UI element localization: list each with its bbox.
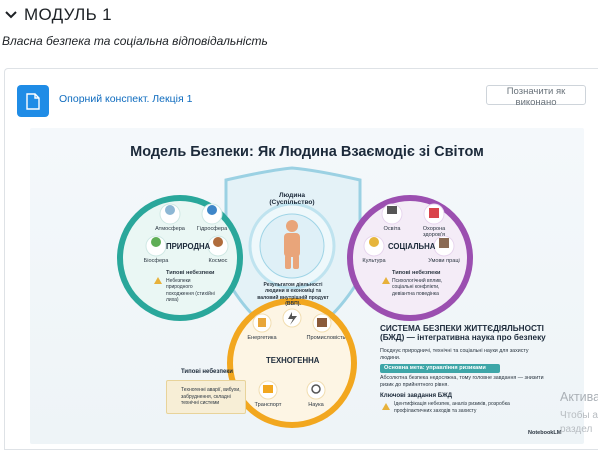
social-item-2: Культура <box>362 258 386 264</box>
nature-label: ПРИРОДНА <box>166 242 211 251</box>
tech-label: ТЕХНОГЕННА <box>266 356 320 365</box>
heart-icon <box>429 208 439 218</box>
center-label: Людина (Суспільство) <box>269 192 315 206</box>
tech-item-1: Промисловість <box>306 335 346 341</box>
bjd-goal: Основна мета: управління ризиками <box>380 364 500 373</box>
tech-hazard-box: Типові небезпеки Техногенні аварії, вибу… <box>166 369 246 414</box>
document-icon <box>17 85 49 117</box>
social-item-0: Освіта <box>383 226 401 232</box>
planet-icon <box>213 237 223 247</box>
social-hazard-title: Типові небезпеки <box>392 270 441 276</box>
lightning-icon <box>288 312 297 325</box>
social-item-3: Умови праці <box>428 258 460 264</box>
center-caption: Результатом діяльності людини в економіц… <box>257 282 329 307</box>
energy-icon <box>258 318 266 327</box>
bus-icon <box>263 385 273 393</box>
tech-item-0: Енергетика <box>247 335 277 341</box>
nature-item-0: Атмосфера <box>155 226 185 232</box>
bjd-tasks-description: Ідентифікація небезпек, аналіз ризиків, … <box>394 401 510 414</box>
brand-label: NotebookLM <box>528 430 562 436</box>
nature-hazard-text: Небезпеки природного походження (стихійн… <box>166 278 215 303</box>
factory-icon <box>439 238 449 248</box>
activation-watermark-line: Чтобы а <box>560 410 598 421</box>
module-header[interactable]: МОДУЛЬ 1 <box>4 2 112 28</box>
bjd-title: СИСТЕМА БЕЗПЕКИ ЖИТТЄДІЯЛЬНОСТІ (БЖД) — … <box>380 324 546 343</box>
activation-watermark-title: Актива <box>560 390 598 404</box>
activity-link[interactable]: Опорний конспект. Лекція 1 <box>59 93 193 105</box>
nature-item-3: Космос <box>208 258 228 264</box>
cloud-icon <box>165 205 175 215</box>
theater-masks-icon <box>369 237 379 247</box>
graduation-cap-icon <box>387 206 397 214</box>
social-item-1: Охорона здоров'я <box>422 226 446 238</box>
nature-item-1: Гідросфера <box>196 226 228 232</box>
tech-hazard-text: Техногенні аварії, вибухи, забруднення, … <box>181 387 241 406</box>
infographic-image: Модель Безпеки: Як Людина Взаємодіє зі С… <box>30 128 584 444</box>
bjd-goal-description: Абсолютна безпека недосяжна, тому головн… <box>380 375 544 388</box>
industry-icon <box>317 318 327 327</box>
tech-hazard-title: Типові небезпеки <box>181 369 233 375</box>
mark-as-done-button[interactable]: Позначити як виконано <box>486 85 586 108</box>
tech-item-2: Транспорт <box>254 402 282 408</box>
module-title: МОДУЛЬ 1 <box>24 5 112 24</box>
activation-watermark-line-2: раздел <box>560 424 593 435</box>
tech-item-3: Наука <box>308 402 324 408</box>
tree-icon <box>151 237 161 247</box>
bjd-tasks-title: Ключові завдання БЖД <box>380 392 453 399</box>
nature-item-2: Біосфера <box>143 258 169 264</box>
infographic-title: Модель Безпеки: Як Людина Взаємодіє зі С… <box>130 144 484 160</box>
nature-hazard-title: Типові небезпеки <box>166 270 215 276</box>
social-label: СОЦІАЛЬНА <box>388 242 436 251</box>
wave-icon <box>207 205 217 215</box>
infographic-diagram <box>117 166 473 428</box>
bjd-description: Поєднує природничі, технічні та соціальн… <box>380 348 529 361</box>
social-hazard-text: Психологічний вплив, соціальні конфлікти… <box>392 278 443 297</box>
magnifier-icon <box>311 384 321 394</box>
chevron-down-icon[interactable] <box>4 8 18 22</box>
module-subtitle: Власна безпека та соціальна відповідальн… <box>2 34 268 48</box>
